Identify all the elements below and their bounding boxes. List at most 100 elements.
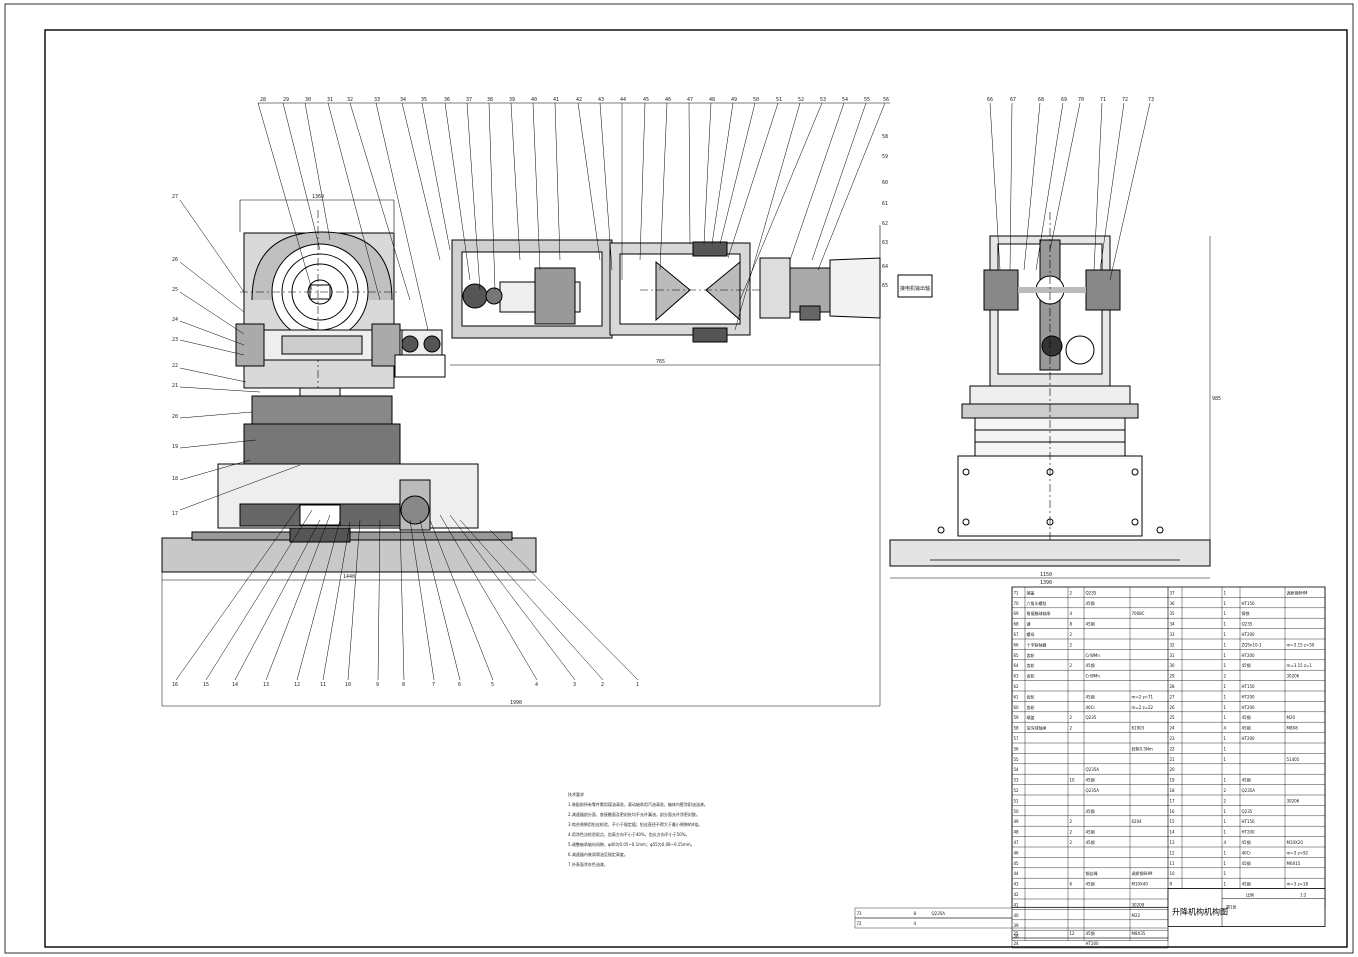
dimension-base-width: 1440 [343,574,355,580]
table-cell: 2 [1070,642,1073,647]
table-cell: 12 [1070,931,1076,936]
tech-note: 2.减速器剖分面、各接触面及密封处均不允许漏油，剖分面允许涂密封胶。 [568,811,700,817]
callout: 33 [374,97,380,103]
table-cell: 6204 [1132,819,1143,824]
table-cell: Q235 [1086,590,1097,595]
table-cell: 齿轮 [1027,662,1035,668]
table-cell: 56 [1014,746,1020,751]
top-callouts: 28 29 30 31 32 33 34 35 36 37 38 39 40 4… [260,97,889,103]
table-cell: Q235A [1242,788,1256,793]
table-cell: 50 [1014,809,1020,814]
table-cell: 45钢 [1086,839,1095,845]
table-cell: 42 [1014,892,1020,897]
table-cell: 52 [1014,788,1020,793]
tech-note: 4.用涂色法检验斑点，齿高方向不小于40%，齿长方向不小于50%。 [568,831,690,837]
table-cell: 61903 [1132,726,1145,731]
table-cell: 28 [1170,684,1176,689]
tech-note: 7.外表面涂灰色油漆。 [568,861,608,867]
table-cell: m=3 z=18 [1287,882,1309,887]
callout: 7 [432,682,435,688]
table-cell: 六角头螺栓 [1027,600,1047,606]
table-cell: 29 [1170,674,1176,679]
table-cell: 1 [1224,757,1227,762]
table-cell: 24 [1014,941,1020,946]
callout: 58 [882,134,888,140]
table-cell: 40Cr [1242,850,1252,855]
table-cell: 16 [1170,809,1176,814]
table-cell: 齿轮 [1027,673,1035,679]
callout: 40 [531,97,537,103]
dimension-side-height: 985 [1212,396,1221,402]
callout: 13 [263,682,269,688]
callout: 19 [172,444,178,450]
table-cell: 1 [1224,819,1227,824]
callout: 42 [576,97,582,103]
front-view [161,102,933,707]
callout: 25 [172,287,178,293]
callout: 44 [620,97,626,103]
table-cell: 25 [1170,715,1176,720]
table-cell: Q235 [1242,809,1253,814]
table-cell: 1 [1224,850,1227,855]
table-cell: 2 [1224,798,1227,803]
callout: 52 [798,97,804,103]
table-cell: 4 [914,921,917,926]
callout: 20 [172,414,178,420]
table-cell: 60 [1014,705,1020,710]
side-view [889,102,1211,579]
dimension-mid-width: 765 [656,359,665,365]
table-cell: 10 [1070,778,1076,783]
table-cell: 15 [1170,819,1176,824]
table-cell: Q235A [1086,767,1100,772]
table-cell: 45 [1014,861,1020,866]
table-cell: 30209 [1132,902,1145,907]
callout: 1 [636,682,639,688]
table-row [1011,937,1169,949]
table-cell: 26 [1170,705,1176,710]
callout: 12 [294,682,300,688]
table-cell: Q235 [1242,622,1253,627]
table-cell: 1 [1224,611,1227,616]
table-cell: 4 [1224,840,1227,845]
table-cell: 19 [1170,778,1176,783]
table-cell: 螺母 [1027,631,1035,637]
callout: 37 [466,97,472,103]
table-cell: Q235A [1086,788,1100,793]
table-cell: 71 [1014,590,1020,595]
table-cell: 21 [1170,757,1176,762]
table-cell: 键 [1027,621,1031,627]
callout: 8 [402,682,405,688]
table-cell: 45钢 [1242,860,1251,866]
table-cell: 18 [1170,788,1176,793]
table-cell: 45钢 [1086,777,1095,783]
table-cell: 1 [1224,642,1227,647]
table-cell: 51 [1014,798,1020,803]
dimension-side-base: 1150 [1040,572,1052,578]
table-cell: 13 [1170,840,1176,845]
table-cell: 铸铁 [1242,610,1250,616]
table-cell: 45钢 [1242,662,1251,668]
table-cell: HT200 [1242,830,1256,835]
table-cell: 43 [1014,882,1020,887]
table-cell: 34 [1170,622,1176,627]
table-cell: M8X35 [1132,931,1146,936]
table-cell: 端盖 [1027,589,1035,595]
table-cell: HT200 [1242,632,1256,637]
table-cell: 68 [1014,622,1020,627]
callout: 66 [987,97,993,103]
callout: 15 [203,682,209,688]
table-cell: 37 [1170,590,1176,595]
table-cell: m=3.15 z=1 [1287,663,1313,668]
table-cell: 55 [1014,757,1020,762]
table-cell: 45钢 [1086,662,1095,668]
table-cell: 40 [1014,913,1020,918]
callout: 62 [882,221,888,227]
table-cell: 2 [1224,788,1227,793]
inner-frame [44,29,1348,948]
technical-requirements: 技术要求 1.装配前所有零件需用煤油清洗，滚动轴承用汽油清洗，箱体内壁涂耐油油漆… [568,791,708,867]
table-cell: 73 [857,911,863,916]
table-cell: M10X20 [1287,840,1304,845]
table-cell: 45钢 [1086,881,1095,887]
